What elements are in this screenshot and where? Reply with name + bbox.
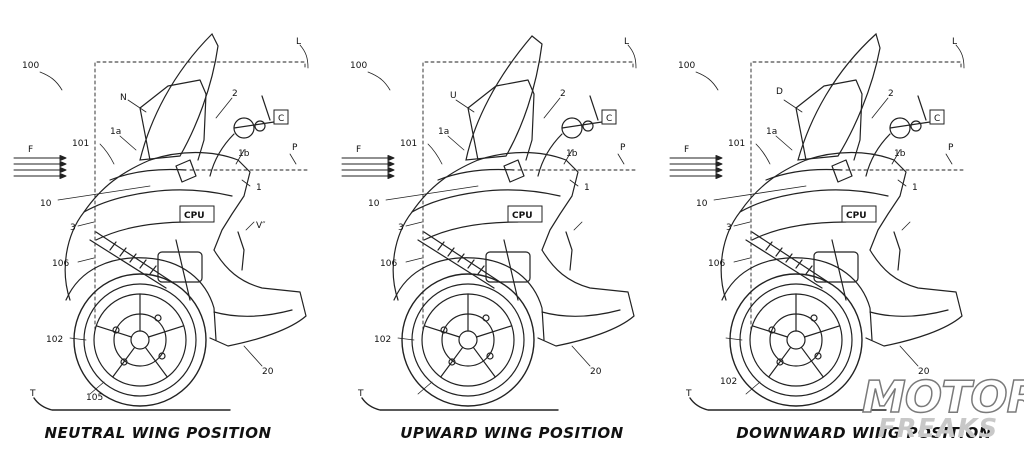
- ref-c: C: [606, 114, 612, 124]
- ref-3: 3: [726, 223, 732, 233]
- ref-20: 20: [590, 367, 602, 377]
- ref-c: C: [278, 114, 284, 124]
- panel-downward: 100 F 101 1a D 2 L C 1b P 1 10 3 CPU 106…: [669, 33, 967, 411]
- ref-t: T: [29, 389, 36, 399]
- ref-flow-f: F: [28, 145, 33, 155]
- ref-2: 2: [232, 89, 238, 99]
- ref-3: 3: [398, 223, 404, 233]
- ref-p: P: [948, 143, 954, 153]
- ref-10: 10: [368, 199, 380, 209]
- cpu-label: CPU: [512, 211, 533, 221]
- ref-1: 1: [912, 183, 918, 193]
- ref-wing-position: U: [450, 91, 457, 101]
- caption-downward: DOWNWARD WING POSITION: [736, 424, 992, 442]
- ref-flow-f: F: [684, 145, 689, 155]
- windshield-wing-upward: [465, 35, 543, 161]
- windshield-wing-neutral: [139, 33, 219, 161]
- ref-2: 2: [560, 89, 566, 99]
- cpu-box: [841, 205, 877, 223]
- ref-1a: 1a: [438, 127, 449, 137]
- ref-l: L: [296, 37, 301, 47]
- watermark-logo-top: MOTOR: [861, 371, 1024, 424]
- ref-1b: 1b: [894, 149, 906, 159]
- panel-upward: 100 F 101 1a U 2 L C 1b P 1 10 3 CPU 106…: [341, 35, 639, 411]
- ref-101: 101: [728, 139, 745, 149]
- ref-101: 101: [400, 139, 417, 149]
- ref-102: 102: [46, 335, 63, 345]
- ref-20: 20: [262, 367, 274, 377]
- controller-box: [273, 109, 289, 125]
- ref-t: T: [357, 389, 364, 399]
- ref-105: 105: [86, 393, 103, 403]
- ref-1b: 1b: [238, 149, 250, 159]
- ref-20: 20: [918, 367, 930, 377]
- ref-flow-f: F: [356, 145, 361, 155]
- ref-1b: 1b: [566, 149, 578, 159]
- ref-1a: 1a: [110, 127, 121, 137]
- ref-101: 101: [72, 139, 89, 149]
- ref-102: 102: [374, 335, 391, 345]
- ref-3: 3: [70, 223, 76, 233]
- cpu-label: CPU: [184, 211, 205, 221]
- ref-1a: 1a: [766, 127, 777, 137]
- ref-10: 10: [696, 199, 708, 209]
- panel-neutral: 100 F 101 1a N 2 L C 1b P 1 10 3 CPU V″ …: [13, 33, 311, 411]
- ref-10: 10: [40, 199, 52, 209]
- ref-100: 100: [350, 61, 367, 71]
- ref-wing-position: N: [120, 93, 127, 103]
- cpu-label: CPU: [846, 211, 867, 221]
- caption-upward: UPWARD WING POSITION: [400, 424, 624, 442]
- ref-p: P: [620, 143, 626, 153]
- ref-106: 106: [52, 259, 69, 269]
- ref-1: 1: [256, 183, 262, 193]
- cpu-box: [507, 205, 543, 223]
- cpu-box: [179, 205, 215, 223]
- ref-l: L: [624, 37, 629, 47]
- controller-box: [601, 109, 617, 125]
- ref-t: T: [685, 389, 692, 399]
- ref-p: P: [292, 143, 298, 153]
- ref-106: 106: [708, 259, 725, 269]
- ref-102: 102: [720, 377, 737, 387]
- watermark-logo-bottom: FREAKS: [877, 414, 999, 444]
- caption-neutral: NEUTRAL WING POSITION: [44, 424, 272, 442]
- ref-l: L: [952, 37, 957, 47]
- ref-106: 106: [380, 259, 397, 269]
- ref-1: 1: [584, 183, 590, 193]
- ref-v: V″: [256, 221, 266, 231]
- ref-100: 100: [22, 61, 39, 71]
- ref-c: C: [934, 114, 940, 124]
- controller-box: [929, 109, 945, 125]
- ref-2: 2: [888, 89, 894, 99]
- ref-wing-position: D: [776, 87, 783, 97]
- ref-100: 100: [678, 61, 695, 71]
